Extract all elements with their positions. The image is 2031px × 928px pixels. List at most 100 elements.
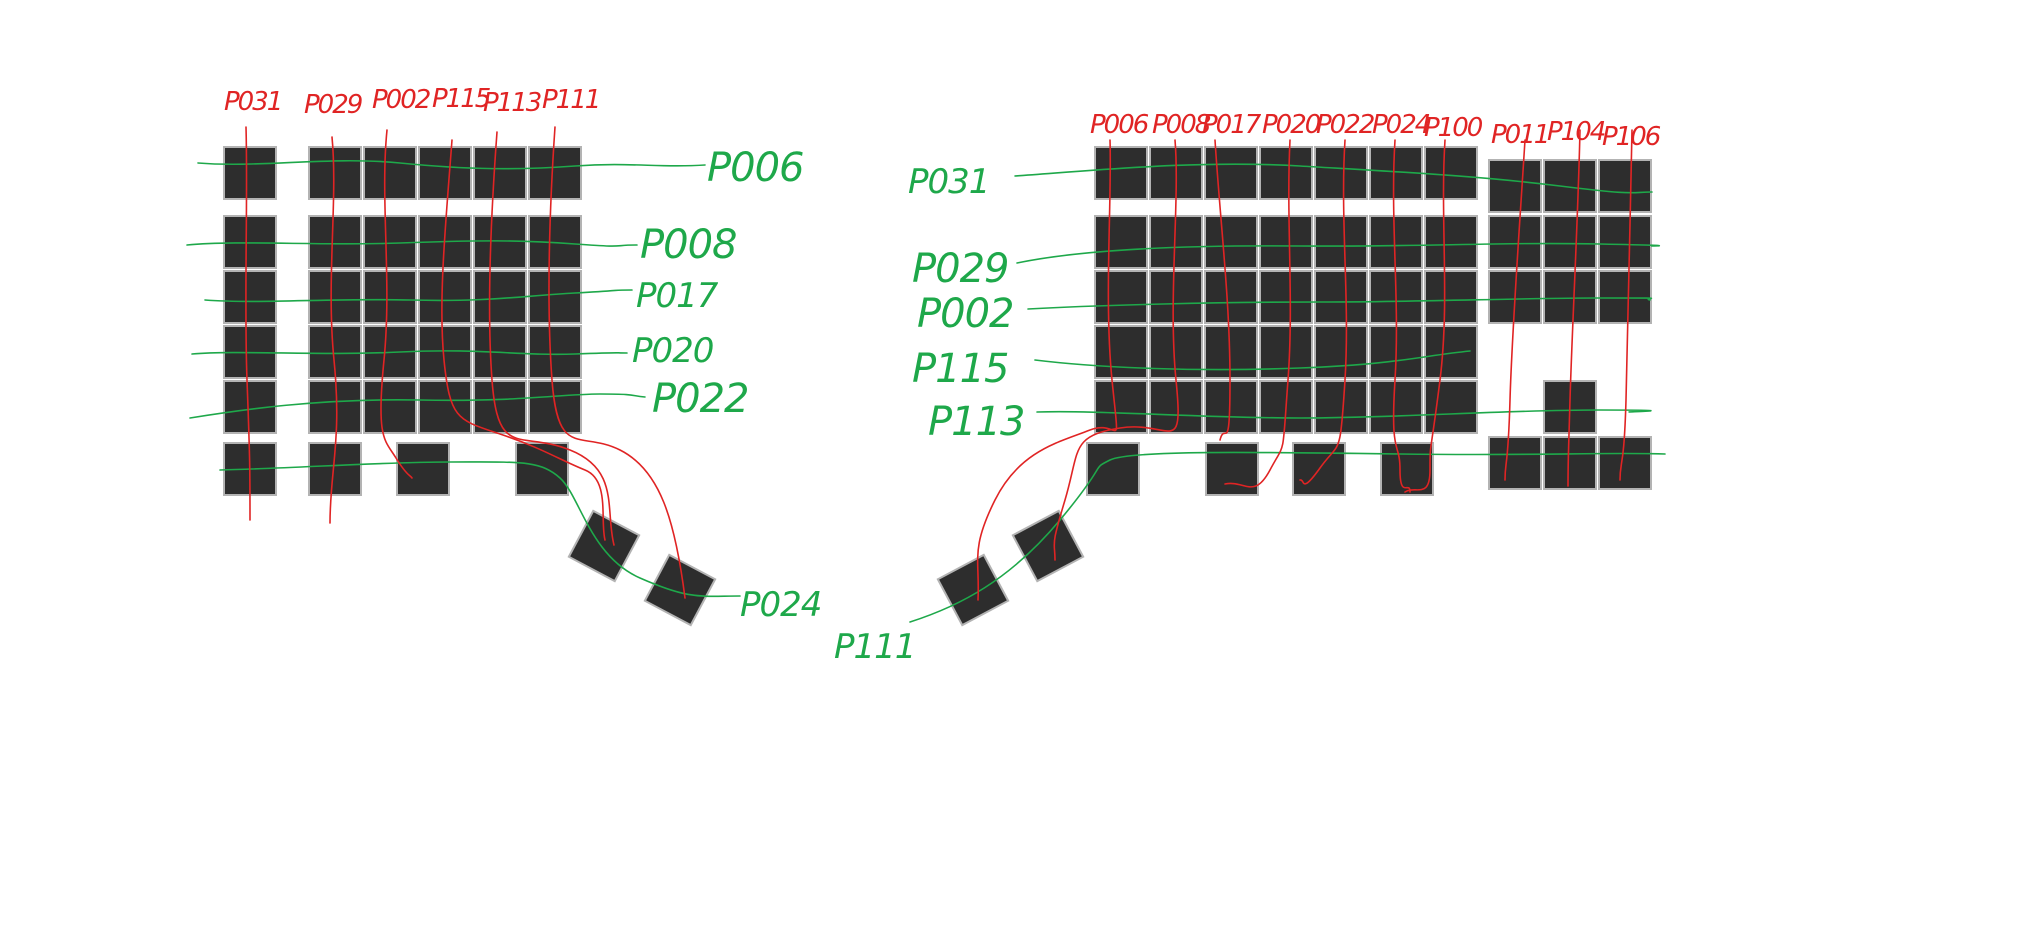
key (363, 380, 417, 434)
left-column-labels: P031 P029 P002 P115 P113 P111 (224, 84, 601, 120)
column-wire (1404, 139, 1446, 493)
thumb-key (936, 553, 1010, 627)
column-wire (548, 126, 686, 599)
column-wire (1299, 139, 1348, 485)
key (1204, 146, 1258, 200)
row-wire (191, 350, 628, 356)
row-label: P008 (640, 222, 736, 268)
row-wire (1027, 297, 1653, 310)
key (1204, 380, 1258, 434)
key (308, 270, 362, 324)
key (1204, 215, 1258, 269)
row-wires (186, 159, 1666, 623)
column-label: P011 (1491, 120, 1548, 150)
key (363, 270, 417, 324)
column-label: P017 (1202, 110, 1262, 140)
column-label: P029 (304, 90, 362, 120)
key (528, 270, 582, 324)
row-label: P022 (652, 376, 748, 422)
key (363, 146, 417, 200)
key (1314, 325, 1368, 379)
key (223, 215, 277, 269)
key (396, 442, 450, 496)
key (1488, 215, 1542, 269)
column-label: P008 (1152, 110, 1211, 140)
column-wire (1567, 129, 1581, 487)
column-wire (380, 129, 413, 479)
column-wire (1392, 139, 1411, 493)
row-label: P017 (636, 276, 719, 316)
column-wire (976, 139, 1118, 601)
key (1424, 146, 1478, 200)
key (1543, 270, 1597, 324)
column-wire (329, 136, 338, 524)
key (1369, 380, 1423, 434)
key (1424, 380, 1478, 434)
column-wire (1504, 139, 1526, 481)
key (1424, 270, 1478, 324)
row-wire (186, 240, 638, 247)
column-wire (245, 126, 251, 521)
right-arrow-cluster (1488, 380, 1652, 490)
key (1598, 270, 1652, 324)
column-wire (441, 139, 606, 541)
row-wire (1016, 242, 1661, 264)
key (1314, 270, 1368, 324)
column-label: P024 (1372, 110, 1430, 140)
key (1259, 215, 1313, 269)
column-label: P020 (1262, 110, 1321, 140)
column-wire (488, 131, 615, 546)
row-wire (909, 451, 1666, 623)
row-label: P002 (917, 291, 1013, 337)
key (1543, 159, 1597, 213)
column-label: P006 (1090, 110, 1149, 140)
key (308, 146, 362, 200)
row-label: P113 (928, 399, 1024, 445)
column-label: P100 (1424, 113, 1483, 143)
key (473, 380, 527, 434)
key (1086, 442, 1140, 496)
key (1094, 270, 1148, 324)
key (473, 146, 527, 200)
right-nav-cluster (1488, 159, 1652, 324)
key (1094, 215, 1148, 269)
key (223, 146, 277, 200)
column-label: P113 (483, 88, 541, 118)
key (1259, 146, 1313, 200)
row-label: P031 (908, 162, 989, 202)
key (473, 215, 527, 269)
column-wire (1619, 129, 1633, 481)
key (418, 270, 472, 324)
column-label: P022 (1316, 110, 1374, 140)
key (308, 380, 362, 434)
thumb-key (1011, 509, 1085, 583)
row-label: P029 (912, 246, 1008, 292)
row-wire (1034, 350, 1471, 371)
key (528, 146, 582, 200)
column-label: P104 (1547, 117, 1605, 147)
key (1488, 436, 1542, 490)
right-column-labels: P006 P008 P017 P020 P022 P024 P100 P011 … (1090, 110, 1663, 152)
row-label: P020 (632, 331, 713, 371)
key (223, 380, 277, 434)
row-label: P024 (740, 585, 821, 625)
right-main-block (1094, 146, 1478, 434)
row-wire (204, 289, 633, 303)
column-wire (1224, 139, 1292, 488)
key (1424, 325, 1478, 379)
left-half-keys (223, 146, 717, 627)
key (1204, 270, 1258, 324)
column-label: P106 (1602, 122, 1661, 152)
key (1094, 146, 1148, 200)
key (418, 380, 472, 434)
row-wire (197, 159, 706, 170)
key (528, 325, 582, 379)
key (1259, 325, 1313, 379)
right-row-labels: P031 P029 P002 P115 P113 P111 (834, 162, 1025, 667)
key (308, 442, 362, 496)
row-wire (1036, 409, 1652, 419)
key (1314, 215, 1368, 269)
key (1094, 325, 1148, 379)
row-label: P115 (912, 346, 1008, 392)
row-label: P111 (834, 627, 915, 667)
